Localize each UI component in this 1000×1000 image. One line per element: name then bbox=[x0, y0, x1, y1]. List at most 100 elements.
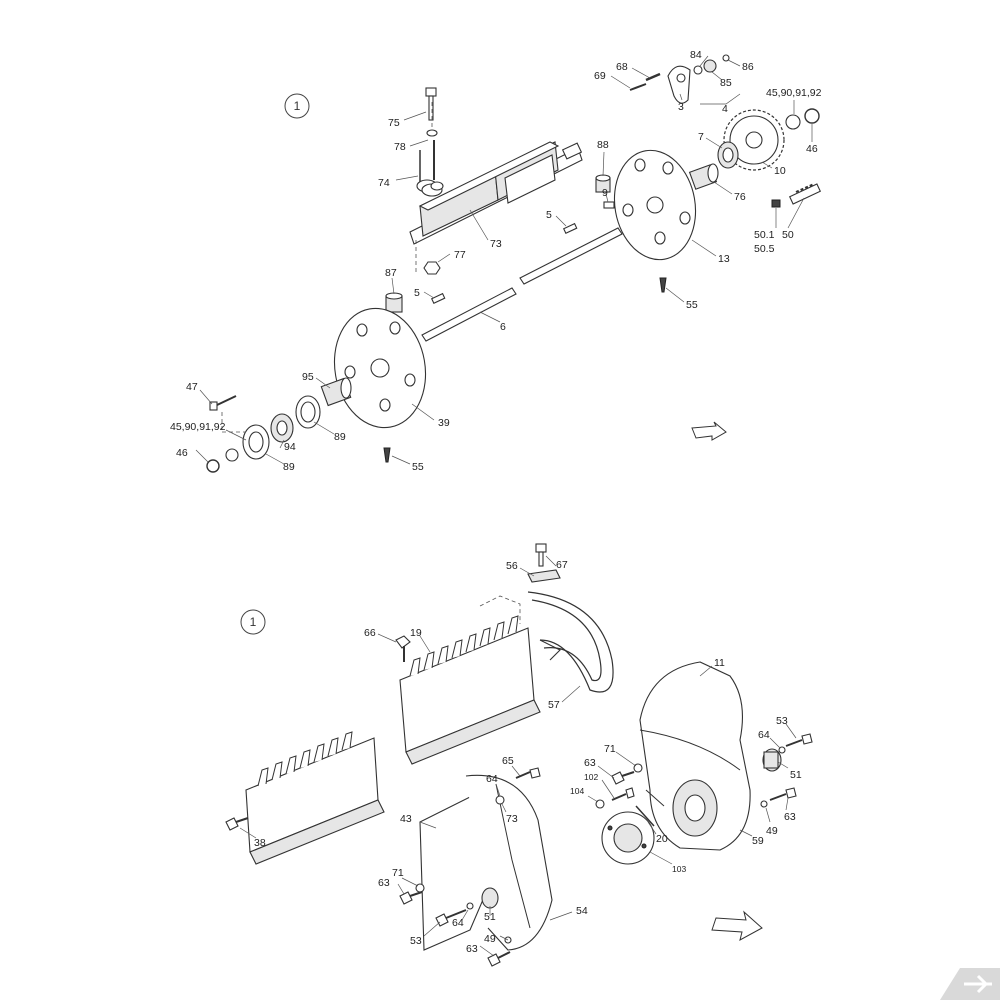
circlip-46-bottom bbox=[206, 459, 220, 473]
washer-84 bbox=[693, 65, 703, 75]
bolt-63-left bbox=[399, 891, 423, 905]
label-73-top: 73 bbox=[490, 238, 502, 250]
label-57: 57 bbox=[548, 699, 560, 711]
label-76: 76 bbox=[734, 191, 746, 203]
rotor-shaft-73 bbox=[409, 141, 583, 245]
label-51-right: 51 bbox=[790, 769, 802, 781]
bushing-88 bbox=[595, 174, 611, 193]
pin-20 bbox=[635, 805, 655, 827]
lever-3 bbox=[667, 65, 691, 104]
washer-49-right bbox=[760, 800, 768, 808]
comb-plate-38 bbox=[245, 731, 385, 865]
labels-bottom: 56 67 66 19 57 11 38 65 64 73 43 71 63 1… bbox=[254, 559, 802, 955]
key-5-lower bbox=[430, 292, 446, 304]
label-46-bottom: 46 bbox=[176, 447, 188, 459]
bolt-63-bottom bbox=[487, 951, 511, 967]
label-69: 69 bbox=[594, 70, 606, 82]
washer-45-top bbox=[785, 114, 801, 130]
label-7: 7 bbox=[698, 131, 704, 143]
label-50-5: 50.5 bbox=[754, 243, 775, 255]
label-11: 11 bbox=[714, 657, 725, 669]
bearing-7 bbox=[717, 141, 739, 169]
label-53-left: 53 bbox=[410, 935, 422, 947]
label-50: 50 bbox=[782, 229, 794, 241]
clip-86 bbox=[722, 54, 730, 62]
label-103: 103 bbox=[672, 864, 686, 874]
clamp-56 bbox=[527, 569, 561, 583]
label-78: 78 bbox=[394, 141, 406, 153]
label-67: 67 bbox=[556, 559, 568, 571]
sprocket-10 bbox=[723, 109, 785, 171]
pin-55-upper bbox=[659, 277, 667, 293]
label-45-90-91-92-bottom: 45,90,91,92 bbox=[170, 421, 226, 433]
label-54: 54 bbox=[576, 905, 588, 917]
washer-71-left bbox=[415, 883, 425, 893]
label-64-lower: 64 bbox=[452, 917, 464, 929]
label-63-left: 63 bbox=[378, 877, 390, 889]
seal-89-upper bbox=[295, 395, 321, 429]
nut-64-lower bbox=[466, 902, 474, 910]
section-marker-bottom-number: 1 bbox=[250, 615, 257, 629]
nut-64-right bbox=[778, 746, 786, 754]
label-46-top: 46 bbox=[806, 143, 818, 155]
label-89-upper: 89 bbox=[334, 431, 346, 443]
label-66: 66 bbox=[364, 627, 376, 639]
bolt-47 bbox=[209, 395, 237, 411]
bushing-51-right bbox=[762, 748, 782, 772]
leader-lines-top bbox=[195, 55, 813, 465]
washer-78 bbox=[426, 129, 438, 137]
bottom-assembly: 1 bbox=[225, 543, 813, 967]
pin-68 bbox=[645, 72, 661, 82]
label-63-mid: 63 bbox=[584, 757, 596, 769]
top-assembly: 1 bbox=[170, 49, 822, 473]
bolt-67 bbox=[535, 543, 547, 567]
bushing-76 bbox=[688, 163, 719, 190]
label-75: 75 bbox=[388, 117, 400, 129]
label-87: 87 bbox=[385, 267, 397, 279]
label-39: 39 bbox=[438, 417, 450, 429]
bolt-66 bbox=[395, 635, 411, 662]
label-55-upper: 55 bbox=[686, 299, 698, 311]
label-47: 47 bbox=[186, 381, 198, 393]
label-77: 77 bbox=[454, 249, 466, 261]
label-86: 86 bbox=[742, 61, 754, 73]
washer-45-bottom bbox=[225, 448, 239, 462]
section-marker-top bbox=[284, 93, 310, 119]
labels-top: 75 78 74 73 77 87 5 5 6 88 9 13 55 69 68… bbox=[170, 49, 822, 473]
label-50-1: 50.1 bbox=[754, 229, 775, 241]
label-73-bottom: 73 bbox=[506, 813, 518, 825]
bushing-87 bbox=[385, 292, 403, 313]
bolt-102 bbox=[611, 787, 635, 801]
label-89-lower: 89 bbox=[283, 461, 295, 473]
chain-50 bbox=[788, 183, 822, 205]
bolt-65 bbox=[515, 767, 541, 779]
label-55-lower: 55 bbox=[412, 461, 424, 473]
pin-55-lower bbox=[383, 447, 391, 463]
label-38: 38 bbox=[254, 837, 266, 849]
label-65: 65 bbox=[502, 755, 514, 767]
section-marker-top-number: 1 bbox=[294, 99, 301, 113]
label-43: 43 bbox=[400, 813, 412, 825]
disc-13 bbox=[613, 149, 697, 261]
label-10: 10 bbox=[774, 165, 786, 177]
key-9 bbox=[603, 201, 615, 209]
label-51-left: 51 bbox=[484, 911, 496, 923]
corner-logo-icon bbox=[940, 968, 1000, 1000]
label-4: 4 bbox=[722, 103, 728, 115]
label-63-bottom: 63 bbox=[466, 943, 478, 955]
section-marker-bottom bbox=[240, 609, 266, 635]
chain-link-50-1 bbox=[771, 199, 781, 208]
label-84: 84 bbox=[690, 49, 702, 61]
seal-89-lower bbox=[242, 424, 270, 460]
label-59: 59 bbox=[752, 835, 764, 847]
key-5-upper bbox=[562, 222, 578, 234]
label-85: 85 bbox=[720, 77, 732, 89]
label-104: 104 bbox=[570, 786, 584, 796]
bolt-63-mid bbox=[611, 771, 635, 785]
label-63-right: 63 bbox=[784, 811, 796, 823]
housing-11 bbox=[639, 661, 751, 851]
label-95: 95 bbox=[302, 371, 314, 383]
label-19: 19 bbox=[410, 627, 422, 639]
